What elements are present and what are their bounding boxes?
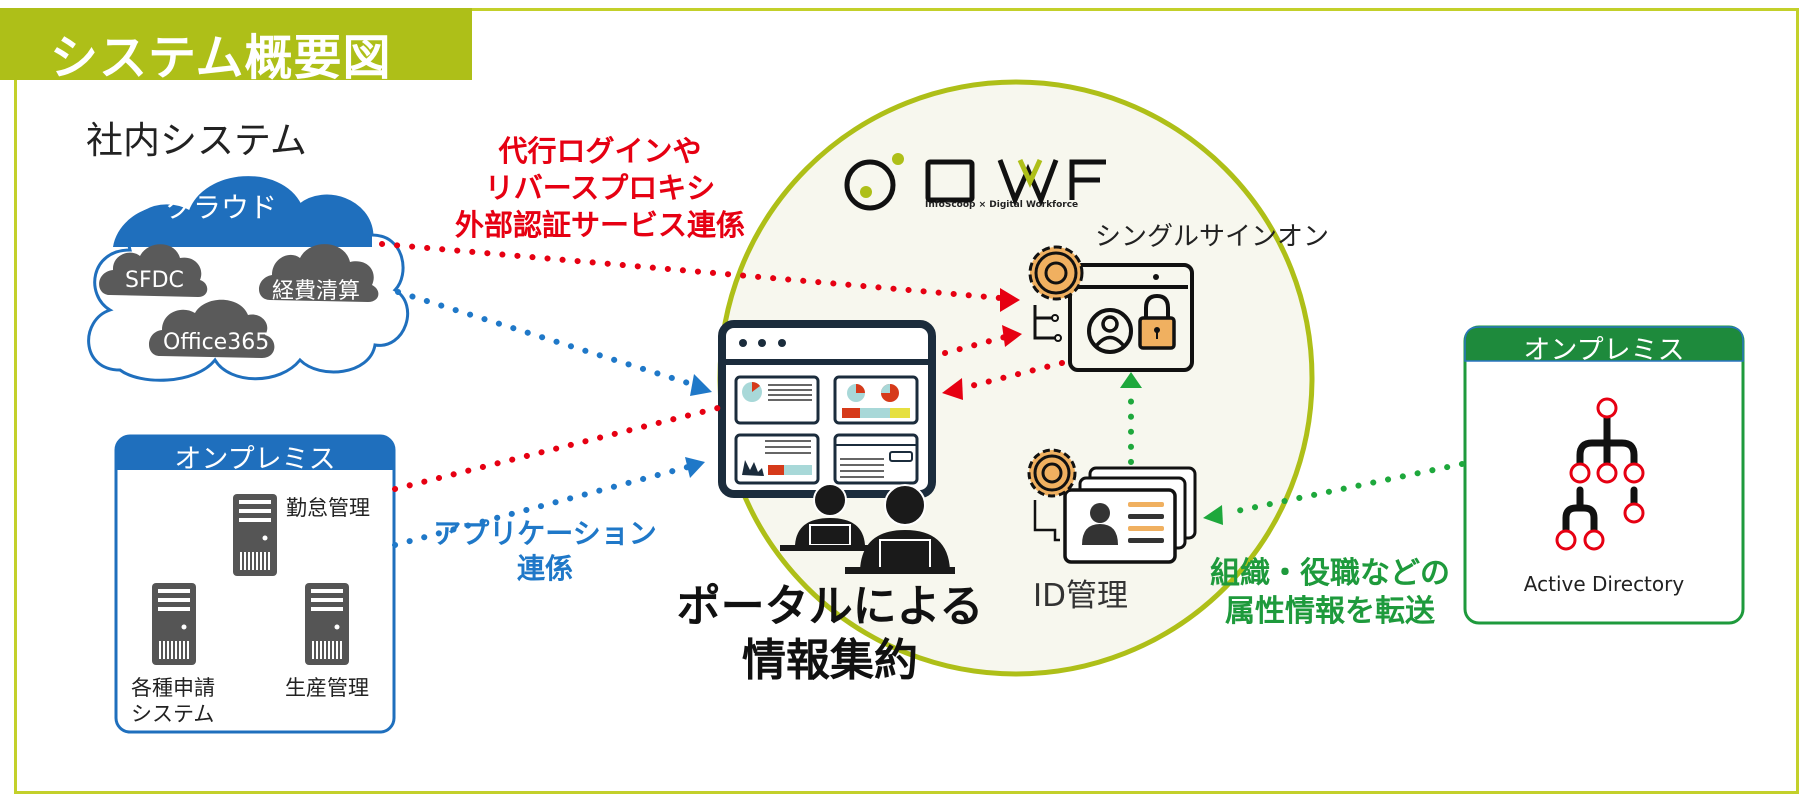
internal-systems-label: 社内システム <box>86 119 307 162</box>
diagram-frame <box>14 8 1799 794</box>
portal-label-line1: ポータルによる <box>676 581 984 632</box>
sso-label: シングルサインオン <box>1095 222 1330 252</box>
app-connection-label-line2: 連係 <box>516 552 573 585</box>
blue-arrowheads <box>685 374 712 478</box>
cloud-to-portal-line <box>395 289 691 386</box>
cloud-service-expense: 経費清算 <box>272 279 361 304</box>
attribute-transfer-label-line1: 組織・役職などの <box>1210 556 1450 591</box>
attribute-transfer-label-line2: 属性情報を転送 <box>1225 594 1435 629</box>
portal-to-sso-line <box>942 334 1008 356</box>
server-label-application-line2: システム <box>131 702 215 726</box>
dwf-logo <box>844 153 1106 211</box>
attribute-transfer-label: 組織・役職などの 属性情報を転送 <box>1180 555 1480 631</box>
portal-to-sso-arrowhead <box>1002 325 1022 347</box>
sso-gear-icon <box>1028 245 1084 301</box>
green-arrowheads <box>1120 372 1223 525</box>
cloud-to-sso-arrowhead <box>1000 288 1020 312</box>
server-attendance-icon <box>233 494 277 576</box>
active-directory-tree-icon <box>1555 397 1645 551</box>
onprem-to-portal-arrowhead <box>685 457 705 478</box>
id-gear-icon <box>1027 448 1077 498</box>
server-application-icon <box>152 583 196 665</box>
cloud-service-office365: Office365 <box>163 330 270 355</box>
id-card-icon <box>1033 466 1197 564</box>
cloud-service-sfdc: SFDC <box>125 268 184 293</box>
sso-connection-label-line3: 外部認証サービス連係 <box>454 208 745 242</box>
users-icon <box>780 483 955 574</box>
title-banner: システム概要図 <box>0 8 472 86</box>
sso-to-portal-arrowhead <box>942 378 963 400</box>
ad-to-id-line <box>1229 461 1465 515</box>
cloud-to-sso-line <box>379 241 1003 301</box>
onprem-to-portal-line-blue <box>392 464 691 548</box>
green-connections <box>1128 387 1465 515</box>
dwf-logo-subtitle: InfoScoop × Digital Workforce <box>925 200 1079 210</box>
server-production-icon <box>305 583 349 665</box>
portal-label: ポータルによる 情報集約 <box>660 580 1000 688</box>
app-connection-label-line1: アプリケーション <box>433 517 657 550</box>
onprem-to-portal-line <box>392 405 721 492</box>
server-label-attendance: 勤怠管理 <box>286 496 370 520</box>
onprem-right-header: オンプレミス <box>1523 335 1685 366</box>
portal-dashboard-icon <box>718 320 936 498</box>
blue-connections <box>392 289 691 548</box>
active-directory-label: Active Directory <box>1523 572 1685 596</box>
id-management-label: ID管理 <box>1033 578 1129 614</box>
cloud-office365-icon <box>148 299 275 358</box>
server-label-production: 生産管理 <box>285 676 369 700</box>
app-connection-label: アプリケーション 連係 <box>420 516 670 586</box>
ad-to-id-arrowhead <box>1203 505 1223 525</box>
sso-connection-label: 代行ログインや リバースプロキシ 外部認証サービス連係 <box>430 133 770 244</box>
diagram-title: システム概要図 <box>50 30 392 86</box>
sso-connection-label-line1: 代行ログインや <box>498 134 702 168</box>
sso-connection-label-line2: リバースプロキシ <box>484 171 716 205</box>
sso-window-icon <box>1033 263 1194 372</box>
id-to-sso-arrowhead <box>1120 372 1142 388</box>
server-label-application-line1: 各種申請 <box>131 676 215 700</box>
sso-to-portal-line <box>952 360 1065 393</box>
red-arrowheads <box>942 288 1022 400</box>
cloud-sfdc-icon <box>99 244 208 297</box>
red-connections <box>379 241 1065 492</box>
portal-label-line2: 情報集約 <box>742 635 918 686</box>
cloud-expense-icon <box>258 244 379 302</box>
onprem-left-header: オンプレミス <box>174 444 336 475</box>
cloud-header: クラウド <box>165 191 278 224</box>
cloud-to-portal-arrowhead <box>690 374 712 396</box>
server-label-application: 各種申請 システム <box>131 675 215 727</box>
